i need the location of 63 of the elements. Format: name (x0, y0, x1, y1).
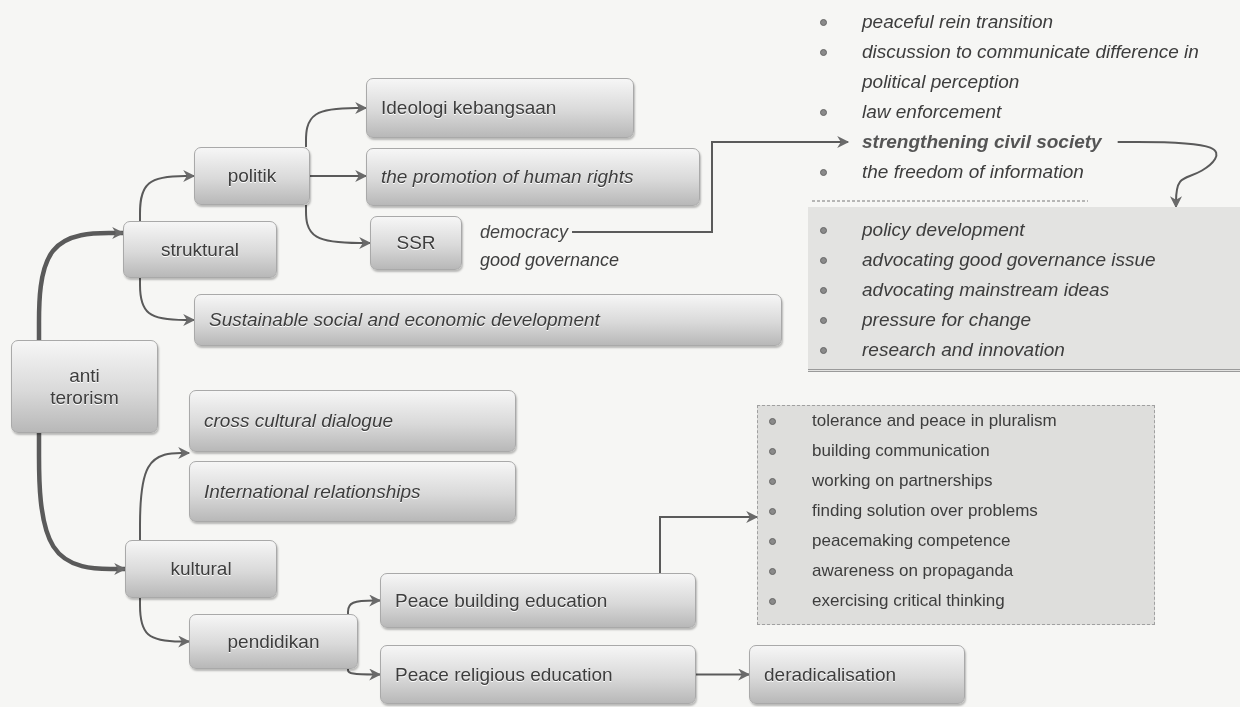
process-box (194, 147, 310, 205)
process-box (123, 221, 277, 278)
box-label: anti terorism (49, 364, 120, 409)
list-item-text: advocating mainstream ideas (862, 278, 1110, 302)
process-box (380, 573, 696, 628)
process-box (189, 614, 358, 669)
process-box (125, 540, 277, 598)
list-item-text: peacemaking competence (812, 530, 1011, 552)
box-label: struktural (159, 238, 241, 261)
arrow (347, 668, 382, 681)
list-item-text: democracy (480, 220, 569, 244)
arrow (36, 433, 127, 575)
list-item-text: pressure for change (862, 308, 1031, 332)
list-item-text: good governance (480, 249, 620, 272)
list-item-text: research and innovation (862, 338, 1065, 362)
box-label: kultural (169, 558, 233, 580)
list-panel (808, 207, 1240, 372)
box-label: the promotion of human rights (380, 166, 635, 188)
box-label: SSR (395, 232, 437, 254)
list-item-text: the freedom of information (862, 160, 1084, 184)
list-item-text: exercising critical thinking (812, 590, 1005, 612)
list-item-text: working on partnerships (812, 470, 993, 492)
process-box (749, 645, 965, 704)
arrow (309, 170, 368, 182)
box-label: Peace building education (394, 589, 609, 612)
list-item-text: finding solution over problems (812, 500, 1038, 522)
process-box (189, 390, 516, 452)
arrow (139, 447, 191, 541)
list-item-text: tolerance and peace in pluralism (812, 410, 1057, 432)
box-label: Sustainable social and economic development (208, 309, 602, 331)
arrow (695, 668, 751, 681)
process-box (194, 294, 782, 346)
list-panel (757, 405, 1155, 625)
arrow (139, 277, 196, 326)
box-label: International relationships (203, 480, 422, 503)
process-box (380, 645, 696, 704)
box-label: politik (226, 165, 278, 187)
list-item-text: awareness on propaganda (812, 560, 1014, 582)
arrow (1116, 141, 1218, 209)
list-item-text: strengthening civil society (862, 127, 1102, 157)
list-item-text: peaceful rein transition (862, 10, 1055, 34)
list-item-text: policy development (862, 218, 1025, 242)
arrow (347, 594, 382, 615)
process-box (11, 340, 158, 433)
arrow (305, 204, 372, 249)
list-item-text: building communication (812, 440, 990, 462)
process-box (189, 461, 516, 522)
box-label: Ideologi kebangsaan (380, 97, 558, 119)
list-item-text: advocating good governance issue (862, 248, 1156, 272)
process-box (366, 148, 700, 206)
box-label: Peace religious education (394, 663, 614, 686)
arrow (305, 102, 368, 148)
arrow (139, 597, 191, 648)
box-label: cross cultural dialogue (203, 410, 395, 432)
arrow (36, 227, 125, 340)
list-item-text: law enforcement (862, 100, 1002, 124)
process-box (370, 216, 462, 270)
process-box (366, 78, 634, 138)
arrow (659, 511, 759, 574)
arrow (571, 136, 850, 233)
arrow (139, 170, 196, 222)
box-label: deradicalisation (763, 663, 898, 686)
box-label: pendidikan (226, 630, 321, 653)
